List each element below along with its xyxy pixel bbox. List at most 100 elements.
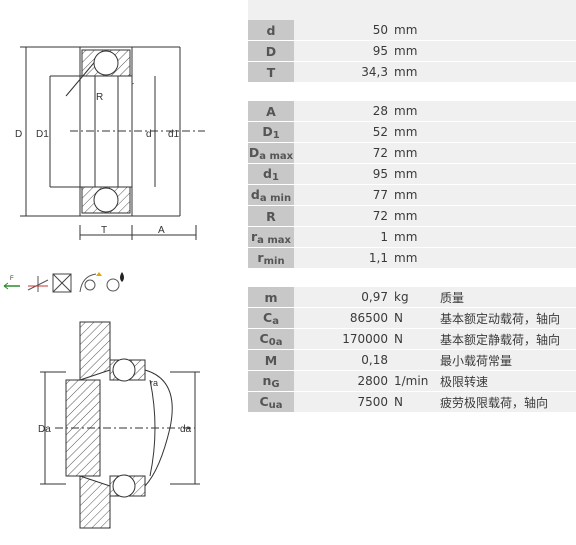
spec-unit: mm <box>392 163 438 185</box>
spec-value: 77 <box>294 184 392 206</box>
spec-unit: mm <box>392 61 438 83</box>
label-Da: Da <box>38 424 51 435</box>
svg-text:F: F <box>10 276 14 282</box>
label-A: A <box>158 225 165 236</box>
spec-value: 72 <box>294 142 392 164</box>
spec-value: 95 <box>294 163 392 185</box>
spec-symbol: m <box>248 287 294 308</box>
spec-symbol: da min <box>248 184 294 206</box>
not-separable-icon <box>52 273 72 293</box>
bearing-cross-section <box>20 46 205 240</box>
spec-value: 86500 <box>294 307 392 329</box>
spec-symbol: D1 <box>248 121 294 143</box>
label-T: T <box>101 225 107 236</box>
spec-symbol: Cua <box>248 391 294 413</box>
axial-load-icon: F <box>3 276 20 290</box>
spec-value: 1,1 <box>294 247 392 269</box>
label-r: r <box>131 80 134 90</box>
spec-description: 基本额定动载荷，轴向 <box>438 307 576 329</box>
spec-symbol: D <box>248 40 294 62</box>
spec-description <box>438 142 576 164</box>
spec-value: 7500 <box>294 391 392 413</box>
spec-description <box>438 184 576 206</box>
label-d1: d1 <box>168 129 180 140</box>
label-R: R <box>96 92 103 103</box>
spec-symbol: Ca <box>248 307 294 329</box>
spec-symbol: rmin <box>248 247 294 269</box>
spec-unit: mm <box>392 101 438 122</box>
spec-symbol: A <box>248 101 294 122</box>
spec-description <box>438 121 576 143</box>
spec-unit: N <box>392 391 438 413</box>
spec-unit: N <box>392 328 438 350</box>
rolling-elements-top <box>81 49 131 214</box>
label-d: d <box>146 129 152 140</box>
spec-description: 质量 <box>438 287 576 308</box>
spec-description: 疲劳极限载荷，轴向 <box>438 391 576 413</box>
spec-unit: mm <box>392 121 438 143</box>
misalignment-icon <box>27 276 49 292</box>
spec-unit: mm <box>392 205 438 227</box>
spec-description <box>438 61 576 83</box>
spec-symbol: ra max <box>248 226 294 248</box>
spec-value: 2800 <box>294 370 392 392</box>
spec-unit: mm <box>392 247 438 269</box>
spec-symbol: Da max <box>248 142 294 164</box>
spec-symbol: d <box>248 20 294 41</box>
bearing-drawing: D D1 R r d d1 T A F <box>3 46 205 529</box>
spec-description: 最小载荷常量 <box>438 349 576 371</box>
label-D1: D1 <box>36 129 49 140</box>
spec-description <box>438 247 576 269</box>
spec-description: 基本额定静载荷，轴向 <box>438 328 576 350</box>
spec-value: 50 <box>294 20 392 41</box>
spec-value: 72 <box>294 205 392 227</box>
spec-value: 95 <box>294 40 392 62</box>
spec-value: 52 <box>294 121 392 143</box>
spec-unit: 1/min <box>392 370 438 392</box>
spec-description <box>438 101 576 122</box>
spec-header-bar <box>248 0 576 20</box>
label-da: da <box>180 424 192 435</box>
lubrication-icon <box>79 272 102 293</box>
spec-value: 0,97 <box>294 287 392 308</box>
spec-symbol: R <box>248 205 294 227</box>
grease-icon <box>106 272 124 292</box>
spec-value: 34,3 <box>294 61 392 83</box>
spec-unit: kg <box>392 287 438 308</box>
spec-unit: N <box>392 307 438 329</box>
spec-unit: mm <box>392 20 438 41</box>
spec-value: 0,18 <box>294 349 392 371</box>
mounting-drawing <box>40 321 200 529</box>
spec-value: 28 <box>294 101 392 122</box>
spec-description: 极限转速 <box>438 370 576 392</box>
spec-unit: mm <box>392 184 438 206</box>
spec-unit: mm <box>392 40 438 62</box>
spec-symbol: M <box>248 349 294 371</box>
spec-description <box>438 40 576 62</box>
spec-symbol: T <box>248 61 294 83</box>
spec-unit: mm <box>392 226 438 248</box>
label-ra: ra <box>150 378 158 388</box>
spec-description <box>438 20 576 41</box>
spec-description <box>438 205 576 227</box>
spec-unit: mm <box>392 142 438 164</box>
spec-value: 170000 <box>294 328 392 350</box>
